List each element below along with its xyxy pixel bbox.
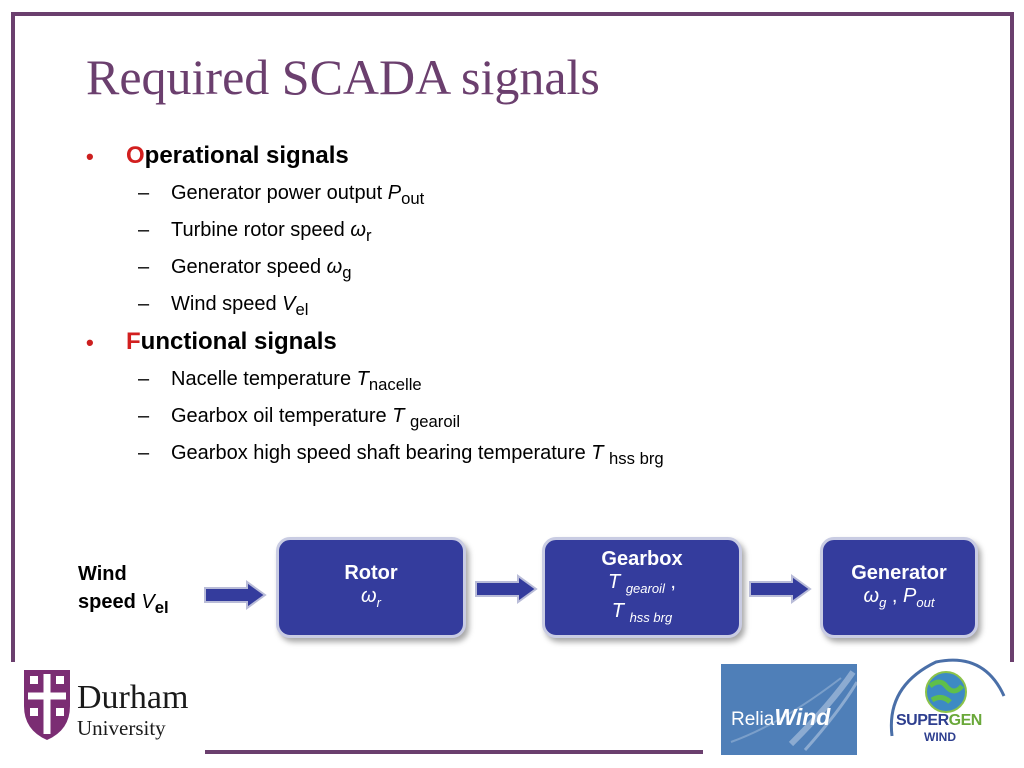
rotor-title: Rotor xyxy=(344,562,398,584)
sub-item-dash: – xyxy=(138,182,150,204)
symbol: T xyxy=(392,405,411,427)
sub-item-dash: – xyxy=(138,219,150,241)
supergen-part1: SUPER xyxy=(896,712,949,729)
symbol-subscript: el xyxy=(295,300,309,319)
durham-subtext: University xyxy=(77,716,166,740)
symbol-subscript: out xyxy=(401,189,425,208)
generator-subscript-1: g xyxy=(879,595,887,610)
durham-shield-icon xyxy=(24,670,70,740)
bullet-heading: Functional signals xyxy=(126,328,337,356)
sub-item-dash: – xyxy=(138,368,150,390)
bullet-initial: F xyxy=(126,328,141,355)
bullet-heading-rest: perational signals xyxy=(144,142,349,169)
reliawind-part1: Relia xyxy=(731,709,775,730)
gearbox-symbol-2: T xyxy=(611,600,624,622)
wind-label-line2: speed xyxy=(78,591,142,613)
sub-item-text: Generator speed xyxy=(171,256,327,278)
generator-subscript-2: out xyxy=(916,595,935,610)
gearbox-subscript-1: gearoil xyxy=(625,581,665,596)
sub-item-text: Gearbox high speed shaft bearing tempera… xyxy=(171,442,592,464)
sub-item-text: Generator power output xyxy=(171,182,388,204)
rotor-symbol: ω xyxy=(361,585,377,607)
symbol-subscript: r xyxy=(365,226,372,245)
symbol-subscript: g xyxy=(342,263,352,282)
sub-item-dash: – xyxy=(138,256,150,278)
slide-frame-bottom xyxy=(205,750,703,754)
bullet-initial: O xyxy=(126,142,145,169)
slide-frame-left xyxy=(11,12,15,662)
supergen-part2: GEN xyxy=(948,712,983,729)
sub-item-power-output: – Generator power output Pout xyxy=(86,178,986,215)
durham-university-logo: Durham University xyxy=(20,666,210,746)
sub-item-dash: – xyxy=(138,405,150,427)
generator-title: Generator xyxy=(851,562,947,584)
arrow-to-rotor xyxy=(204,580,267,610)
sub-item-text: Wind speed xyxy=(171,293,283,315)
supergen-subtext: WIND xyxy=(924,730,956,744)
reliawind-logo: ReliaWind xyxy=(721,664,857,755)
gearbox-symbol-1: T xyxy=(608,571,621,593)
symbol: ω xyxy=(326,256,343,278)
rotor-subscript: r xyxy=(376,595,381,610)
bullet-list: • Operational signals – Generator power … xyxy=(86,140,986,475)
symbol: V xyxy=(282,293,296,315)
wind-speed-subscript: el xyxy=(154,598,169,617)
durham-wordmark: Durham xyxy=(77,679,189,716)
symbol: T xyxy=(356,368,369,390)
symbol: P xyxy=(387,182,402,204)
bullet-functional-signals: • Functional signals xyxy=(86,326,986,364)
bullet-operational-signals: • Operational signals xyxy=(86,140,986,178)
gearbox-box: Gearbox T gearoil , T hss brg xyxy=(542,537,742,638)
sub-item-gearbox-oil-temperature: – Gearbox oil temperature T gearoil xyxy=(86,401,986,438)
arrow-to-generator xyxy=(749,574,812,604)
gearbox-title: Gearbox xyxy=(601,548,683,570)
supergen-globe-icon xyxy=(889,658,1006,737)
wind-speed-input-label: Wind speed Vel xyxy=(78,560,169,622)
sub-item-dash: – xyxy=(138,442,150,464)
supergen-wordmark: SUPERGEN xyxy=(896,712,982,730)
symbol: T xyxy=(591,442,610,464)
bullet-dot: • xyxy=(86,144,94,169)
slide-frame-right xyxy=(1010,12,1014,662)
symbol: ω xyxy=(350,219,366,241)
symbol-subscript: gearoil xyxy=(410,412,461,431)
sub-item-nacelle-temperature: – Nacelle temperature Tnacelle xyxy=(86,364,986,401)
gearbox-subscript-2: hss brg xyxy=(629,610,673,625)
slide-title: Required SCADA signals xyxy=(86,49,600,105)
wind-label-line1: Wind xyxy=(78,563,127,585)
bullet-heading-rest: unctional signals xyxy=(140,328,337,355)
sub-item-rotor-speed: – Turbine rotor speed ωr xyxy=(86,215,986,252)
reliawind-part2: Wind xyxy=(774,704,831,730)
generator-box: Generator ωg , Pout xyxy=(820,537,978,638)
reliawind-swoosh-icon xyxy=(730,670,857,752)
generator-separator: , xyxy=(886,585,904,607)
sub-item-text: Nacelle temperature xyxy=(171,368,357,390)
symbol-subscript: nacelle xyxy=(368,375,422,394)
sub-item-generator-speed: – Generator speed ωg xyxy=(86,252,986,289)
bullet-heading: Operational signals xyxy=(126,142,349,170)
supergen-wind-logo: SUPERGEN WIND xyxy=(884,656,1008,756)
gearbox-separator: , xyxy=(664,571,676,593)
rotor-box: Rotor ωr xyxy=(276,537,466,638)
generator-symbol-1: ω xyxy=(863,585,880,607)
sub-item-dash: – xyxy=(138,293,150,315)
sub-item-bearing-temperature: – Gearbox high speed shaft bearing tempe… xyxy=(86,438,986,475)
reliawind-wordmark: ReliaWind xyxy=(731,704,830,731)
sub-item-wind-speed: – Wind speed Vel xyxy=(86,289,986,326)
slide-frame-top xyxy=(11,12,1014,16)
generator-symbol-2: P xyxy=(903,585,917,607)
symbol-subscript: hss brg xyxy=(609,449,664,468)
bullet-dot: • xyxy=(86,330,94,355)
wind-speed-symbol: V xyxy=(141,591,155,613)
sub-item-text: Gearbox oil temperature xyxy=(171,405,393,427)
sub-item-text: Turbine rotor speed xyxy=(171,219,351,241)
arrow-to-gearbox xyxy=(475,574,538,604)
